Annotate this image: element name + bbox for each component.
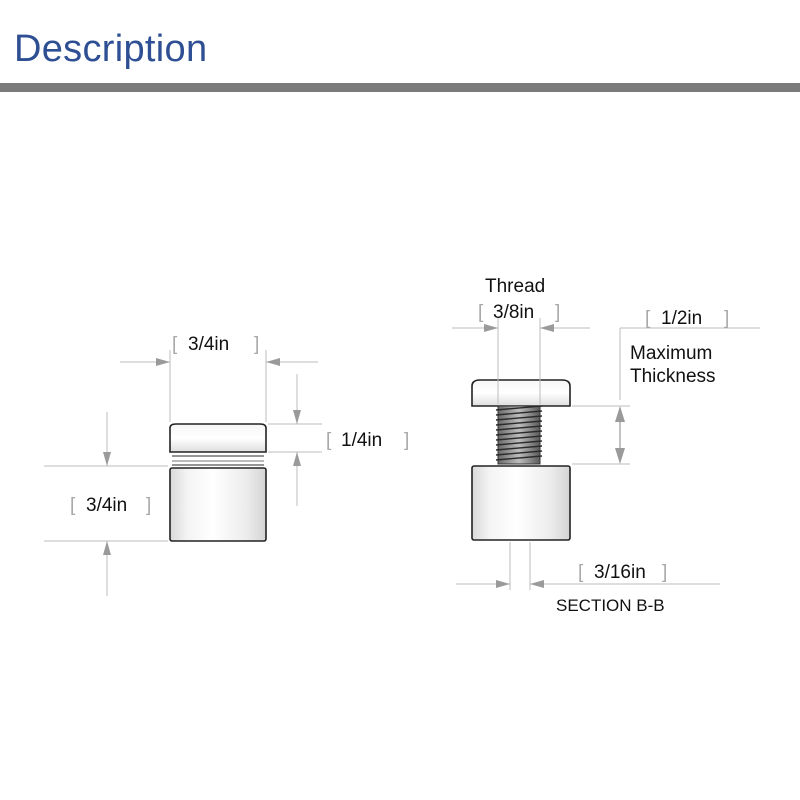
section-label: SECTION B-B xyxy=(556,596,665,615)
header-divider xyxy=(0,83,800,92)
left-barrel xyxy=(169,467,267,542)
left-dimension-arrows xyxy=(103,358,301,555)
svg-text:[: [ xyxy=(172,334,178,355)
right-dimension-arrows xyxy=(484,324,625,588)
left-cap xyxy=(169,423,267,453)
max-thickness-value: 1/2in xyxy=(661,308,702,329)
left-body-height-label: 3/4in xyxy=(86,495,127,516)
left-standoff-assembly xyxy=(169,423,267,542)
svg-text:]: ] xyxy=(555,302,560,323)
thread-title: Thread xyxy=(485,276,545,297)
max-thickness-line2: Thickness xyxy=(630,366,716,387)
wall-label: 3/16in xyxy=(594,562,646,583)
svg-text:]: ] xyxy=(662,562,667,583)
svg-text:]: ] xyxy=(146,495,151,516)
thread-dimension: [ 3/8in ] xyxy=(478,302,560,323)
thread-label: 3/8in xyxy=(493,302,534,323)
svg-text:]: ] xyxy=(724,308,729,329)
max-thickness-dimension: [ 1/2in ] xyxy=(645,308,729,329)
wall-dimension: [ 3/16in ] xyxy=(578,562,667,583)
svg-text:[: [ xyxy=(326,430,332,451)
thread-ridges xyxy=(495,405,543,461)
svg-text:[: [ xyxy=(478,302,484,323)
page-title: Description xyxy=(14,28,208,70)
left-cap-height-label: 1/4in xyxy=(341,430,382,451)
left-cap-height-dimension: [ 1/4in ] xyxy=(326,430,409,451)
left-body-height-dimension: [ 3/4in ] xyxy=(70,495,151,516)
right-cap xyxy=(471,379,571,407)
svg-text:]: ] xyxy=(404,430,409,451)
svg-text:[: [ xyxy=(645,308,651,329)
svg-text:[: [ xyxy=(70,495,76,516)
left-width-label: 3/4in xyxy=(188,334,229,355)
svg-text:]: ] xyxy=(254,334,259,355)
right-standoff-exploded xyxy=(471,379,571,541)
right-barrel xyxy=(471,465,571,541)
max-thickness-line1: Maximum xyxy=(630,343,712,364)
left-width-dimension: [ 3/4in ] xyxy=(172,334,259,355)
svg-text:[: [ xyxy=(578,562,584,583)
